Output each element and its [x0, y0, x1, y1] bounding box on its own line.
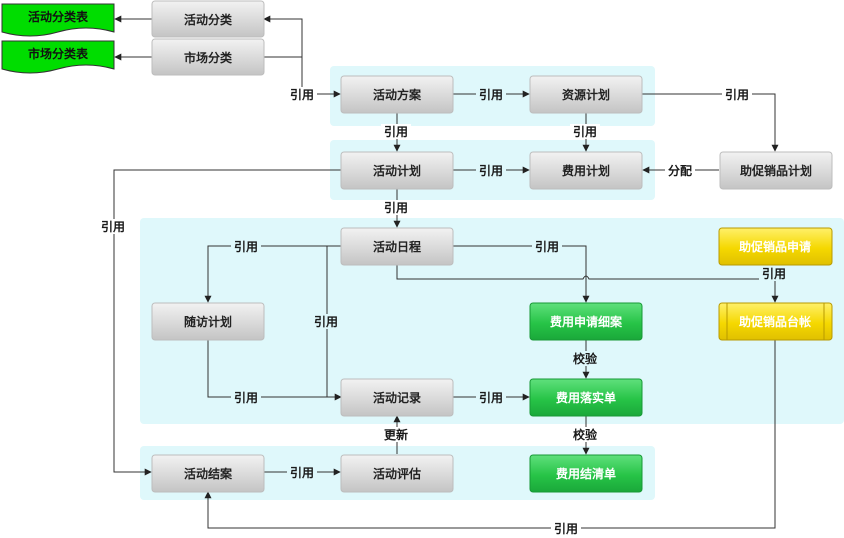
node-label: 费用申请细案 [550, 314, 623, 329]
edge-label: 引用 [381, 124, 411, 139]
node-activity-plan[interactable]: 活动计划 [340, 151, 454, 190]
label-reference-7: 引用 [384, 201, 408, 215]
edge-label: 引用 [381, 200, 411, 215]
node-label: 费用计划 [562, 163, 610, 178]
node-activity-schedule[interactable]: 活动日程 [340, 227, 454, 266]
label-reference-9: 引用 [234, 240, 258, 254]
node-activity-proposal[interactable]: 活动方案 [340, 75, 454, 114]
label-reference-4: 引用 [384, 125, 408, 139]
edge-label: 引用 [476, 390, 506, 405]
edge-ledger-closure [204, 340, 776, 529]
edge-plan-closure [113, 169, 341, 476]
document-activity-category-table[interactable]: 活动分类表 [1, 3, 115, 37]
edge-label: 校验 [570, 351, 600, 366]
edge-label: 引用 [532, 239, 562, 254]
edge-label: 引用 [570, 124, 600, 139]
edge-resource-promoplan [642, 93, 779, 152]
edge-label: 引用 [287, 87, 317, 102]
node-promo-item-plan[interactable]: 助促销品计划 [719, 151, 833, 190]
label-reference-8: 引用 [101, 220, 125, 234]
edge-label: 分配 [665, 163, 695, 178]
edge-schedule-followup [204, 245, 341, 303]
label-reference-11: 引用 [762, 267, 786, 281]
document-market-category-table[interactable]: 市场分类表 [1, 40, 115, 74]
edge-label: 更新 [381, 427, 411, 442]
node-label: 活动记录 [373, 390, 421, 405]
node-activity-category[interactable]: 活动分类 [151, 0, 265, 38]
label-reference-16: 引用 [554, 522, 578, 536]
edge-label: 引用 [476, 163, 506, 178]
node-cost-request-detail[interactable]: 费用申请细案 [529, 302, 643, 341]
node-activity-evaluation[interactable]: 活动评估 [340, 454, 454, 493]
edge-schedule-record [326, 245, 341, 397]
node-followup-plan[interactable]: 随访计划 [151, 302, 265, 341]
node-market-category[interactable]: 市场分类 [151, 38, 265, 76]
node-cost-settlement[interactable]: 费用结清单 [529, 454, 643, 493]
edge-label: 引用 [551, 521, 581, 536]
label-reference-1: 引用 [290, 88, 314, 102]
edge-labels: 引用 引用 引用 引用 引用 引用 分配 引用 引用 引用 引用 引用 引用 校… [98, 87, 789, 536]
label-reference-2: 引用 [479, 88, 503, 102]
label-reference-3: 引用 [725, 88, 749, 102]
node-promo-item-ledger[interactable]: 助促销品台帐 [718, 302, 833, 341]
label-verify-2: 校验 [573, 427, 598, 442]
node-activity-record[interactable]: 活动记录 [340, 378, 454, 417]
label-reference-15: 引用 [290, 466, 314, 480]
document-label: 活动分类表 [28, 9, 89, 24]
label-reference-5: 引用 [573, 125, 597, 139]
node-label: 助促销品申请 [739, 239, 811, 254]
label-allocate: 分配 [668, 163, 692, 178]
label-verify-1: 校验 [573, 351, 598, 366]
node-label: 费用结清单 [556, 466, 616, 481]
edge-label: 引用 [759, 266, 789, 281]
node-label: 活动分类 [184, 12, 233, 27]
node-label: 随访计划 [184, 314, 232, 329]
node-cost-plan[interactable]: 费用计划 [529, 151, 643, 190]
node-promo-item-request[interactable]: 助促销品申请 [718, 227, 833, 266]
label-reference-14: 引用 [479, 391, 503, 405]
label-update: 更新 [384, 427, 408, 442]
node-label: 活动方案 [373, 87, 422, 102]
node-label: 活动日程 [373, 239, 421, 254]
edge-label: 引用 [722, 87, 752, 102]
edge-label: 引用 [231, 239, 261, 254]
label-reference-12: 引用 [314, 315, 338, 329]
document-label: 市场分类表 [28, 46, 89, 61]
edge-label: 引用 [98, 219, 128, 234]
node-cost-implementation[interactable]: 费用落实单 [529, 378, 643, 417]
edge-label: 引用 [311, 314, 341, 329]
node-resource-plan[interactable]: 资源计划 [529, 75, 643, 114]
label-reference-10: 引用 [535, 240, 559, 254]
node-label: 费用落实单 [556, 390, 616, 405]
node-label: 市场分类 [184, 50, 233, 65]
node-label: 助促销品台帐 [739, 314, 811, 329]
node-label: 活动评估 [373, 466, 421, 481]
label-reference-13: 引用 [234, 391, 258, 405]
edge-label: 引用 [287, 465, 317, 480]
node-label: 助促销品计划 [740, 163, 812, 178]
edge-label: 校验 [570, 427, 600, 442]
node-label: 活动结案 [184, 466, 233, 481]
edge-label: 引用 [476, 87, 506, 102]
node-label: 资源计划 [562, 87, 610, 102]
edge-schedule-ledger [396, 265, 779, 303]
group-panel-execution [140, 218, 844, 424]
label-reference-6: 引用 [479, 164, 503, 178]
edge-followup-record [207, 340, 342, 401]
edge-schedule-costdetail [453, 245, 590, 303]
edge-label: 引用 [231, 390, 261, 405]
node-label: 活动计划 [373, 163, 421, 178]
node-activity-closure[interactable]: 活动结案 [151, 454, 265, 493]
